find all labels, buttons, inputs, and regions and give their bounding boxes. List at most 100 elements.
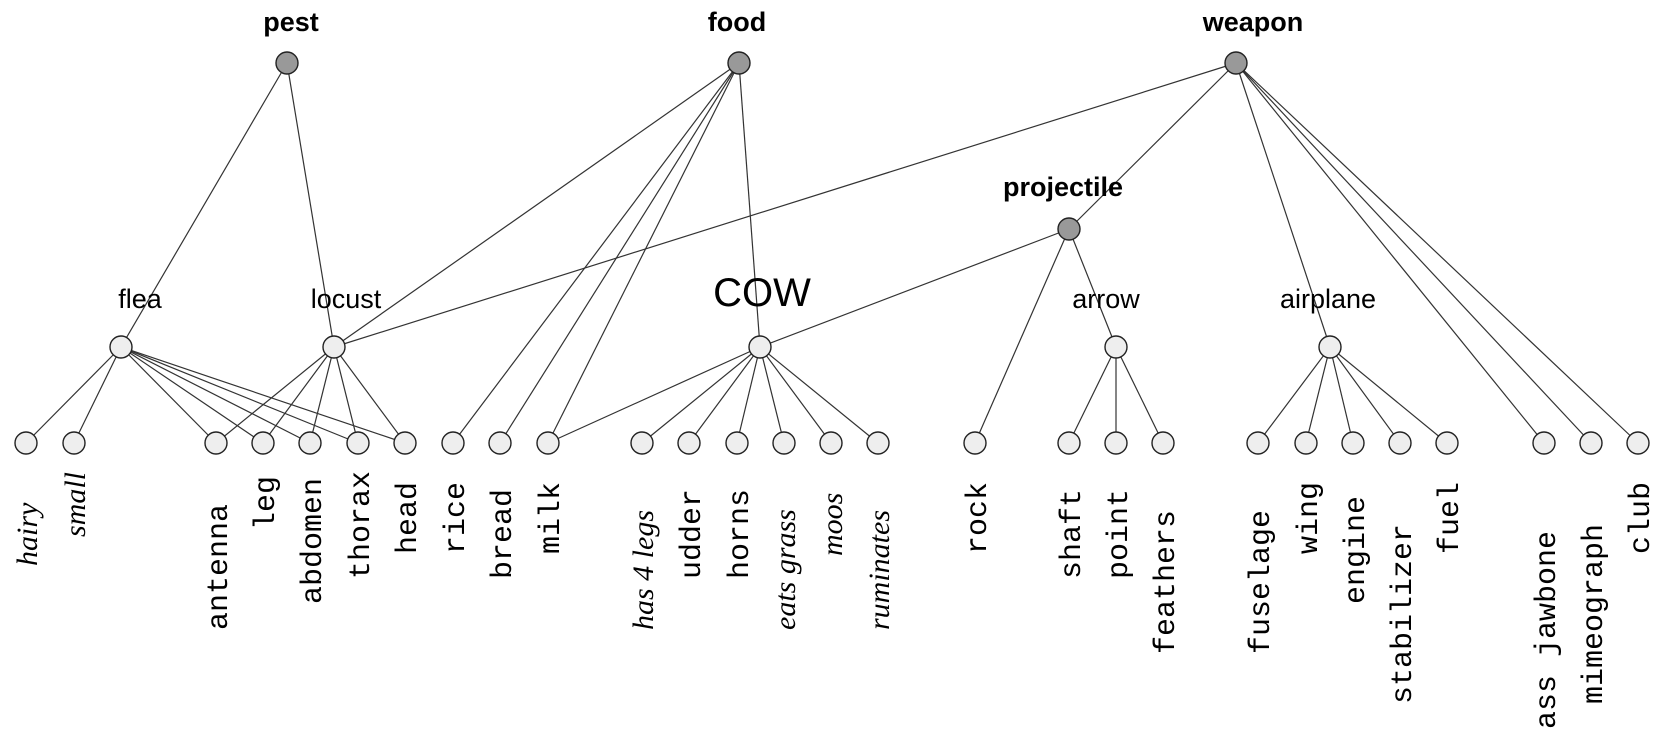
- label-leg: leg: [250, 476, 284, 530]
- edge-weapon-mimeograph: [1235, 62, 1592, 444]
- label-thorax: thorax: [345, 471, 379, 579]
- feature-nodes: [14, 431, 1650, 455]
- edge-flea-small: [73, 346, 122, 444]
- edge-pest-flea: [120, 62, 288, 348]
- label-weapon: weapon: [1202, 7, 1304, 37]
- category-nodes: [275, 51, 1248, 241]
- edge-food-milk: [547, 62, 740, 444]
- edge-cow-moos: [759, 346, 832, 444]
- edge-weapon-airplane: [1235, 62, 1331, 348]
- edge-flea-abdomen: [120, 346, 311, 444]
- edge-cow-ruminates: [759, 346, 879, 444]
- edge-food-cow: [738, 62, 761, 348]
- label-pest: pest: [263, 7, 319, 37]
- edge-weapon-locust: [333, 62, 1237, 348]
- edge-flea-antenna: [120, 346, 217, 444]
- edge-locust-abdomen: [309, 346, 335, 444]
- edge-cow-milk: [547, 346, 761, 444]
- edge-cow-horns: [736, 346, 761, 444]
- node-eatsgrass: [772, 431, 796, 455]
- node-moos: [819, 431, 843, 455]
- node-shaft: [1057, 431, 1081, 455]
- label-rice: rice: [440, 482, 474, 554]
- label-bread: bread: [487, 489, 521, 579]
- label-point: point: [1103, 489, 1137, 579]
- node-wing: [1294, 431, 1318, 455]
- label-head: head: [392, 482, 426, 554]
- label-projectile: projectile: [1003, 172, 1123, 202]
- label-wing: wing: [1293, 482, 1327, 554]
- label-milk: milk: [535, 482, 569, 554]
- node-cow: [748, 335, 772, 359]
- edge-airplane-wing: [1305, 346, 1331, 444]
- node-airplane: [1318, 335, 1342, 359]
- label-food: food: [708, 7, 766, 37]
- node-bread: [488, 431, 512, 455]
- edges: [25, 62, 1639, 444]
- edge-locust-antenna: [215, 346, 335, 444]
- node-antenna: [204, 431, 228, 455]
- node-flea: [109, 335, 133, 359]
- label-club: club: [1625, 482, 1659, 554]
- node-udder: [677, 431, 701, 455]
- label-arrow: arrow: [1072, 284, 1140, 314]
- node-has4legs: [630, 431, 654, 455]
- edge-weapon-club: [1235, 62, 1639, 444]
- node-hairy: [14, 431, 38, 455]
- node-assjawbone: [1532, 431, 1556, 455]
- node-weapon: [1224, 51, 1248, 75]
- node-locust: [322, 335, 346, 359]
- edge-airplane-fuel: [1329, 346, 1448, 444]
- node-ruminates: [866, 431, 890, 455]
- node-engine: [1341, 431, 1365, 455]
- label-small: small: [59, 472, 92, 537]
- label-cow: COW: [713, 271, 811, 315]
- node-leg: [251, 431, 275, 455]
- label-antenna: antenna: [203, 504, 237, 630]
- edge-airplane-stabilizer: [1329, 346, 1401, 444]
- node-rock: [963, 431, 987, 455]
- edge-airplane-fuselage: [1257, 346, 1331, 444]
- label-feathers: feathers: [1150, 510, 1184, 654]
- category-labels: pest food weapon projectile: [263, 7, 1303, 202]
- edge-weapon-assjawbone: [1235, 62, 1545, 444]
- label-hairy: hairy: [11, 502, 44, 566]
- edge-weapon-projectile: [1068, 62, 1237, 230]
- node-projectile: [1057, 217, 1081, 241]
- edge-locust-leg: [262, 346, 335, 444]
- label-eatsgrass: eats grass: [769, 509, 802, 630]
- node-feathers: [1151, 431, 1175, 455]
- edge-cow-eatsgrass: [759, 346, 785, 444]
- node-milk: [536, 431, 560, 455]
- instance-nodes: [109, 335, 1342, 359]
- node-head: [393, 431, 417, 455]
- node-thorax: [346, 431, 370, 455]
- node-point: [1104, 431, 1128, 455]
- edge-arrow-shaft: [1068, 346, 1117, 444]
- edge-locust-head: [333, 346, 406, 444]
- label-shaft: shaft: [1056, 489, 1090, 579]
- label-ruminates: ruminates: [863, 510, 896, 630]
- label-locust: locust: [311, 284, 382, 314]
- label-horns: horns: [724, 489, 758, 579]
- edge-locust-thorax: [333, 346, 359, 444]
- edge-flea-thorax: [120, 346, 359, 444]
- edge-cow-udder: [688, 346, 761, 444]
- label-has4legs: has 4 legs: [627, 510, 660, 630]
- label-abdomen: abdomen: [297, 478, 331, 604]
- node-horns: [725, 431, 749, 455]
- instance-labels: flea locust COW arrow airplane: [118, 271, 1376, 315]
- edge-airplane-engine: [1329, 346, 1354, 444]
- edge-flea-leg: [120, 346, 264, 444]
- edge-cow-has4legs: [641, 346, 761, 444]
- edge-food-rice: [452, 62, 740, 444]
- node-arrow: [1104, 335, 1128, 359]
- edge-projectile-rock: [974, 228, 1070, 444]
- label-mimeograph: mimeograph: [1578, 524, 1612, 704]
- node-mimeograph: [1579, 431, 1603, 455]
- label-flea: flea: [118, 284, 163, 314]
- label-rock: rock: [962, 482, 996, 554]
- label-airplane: airplane: [1280, 284, 1376, 314]
- label-engine: engine: [1340, 496, 1374, 604]
